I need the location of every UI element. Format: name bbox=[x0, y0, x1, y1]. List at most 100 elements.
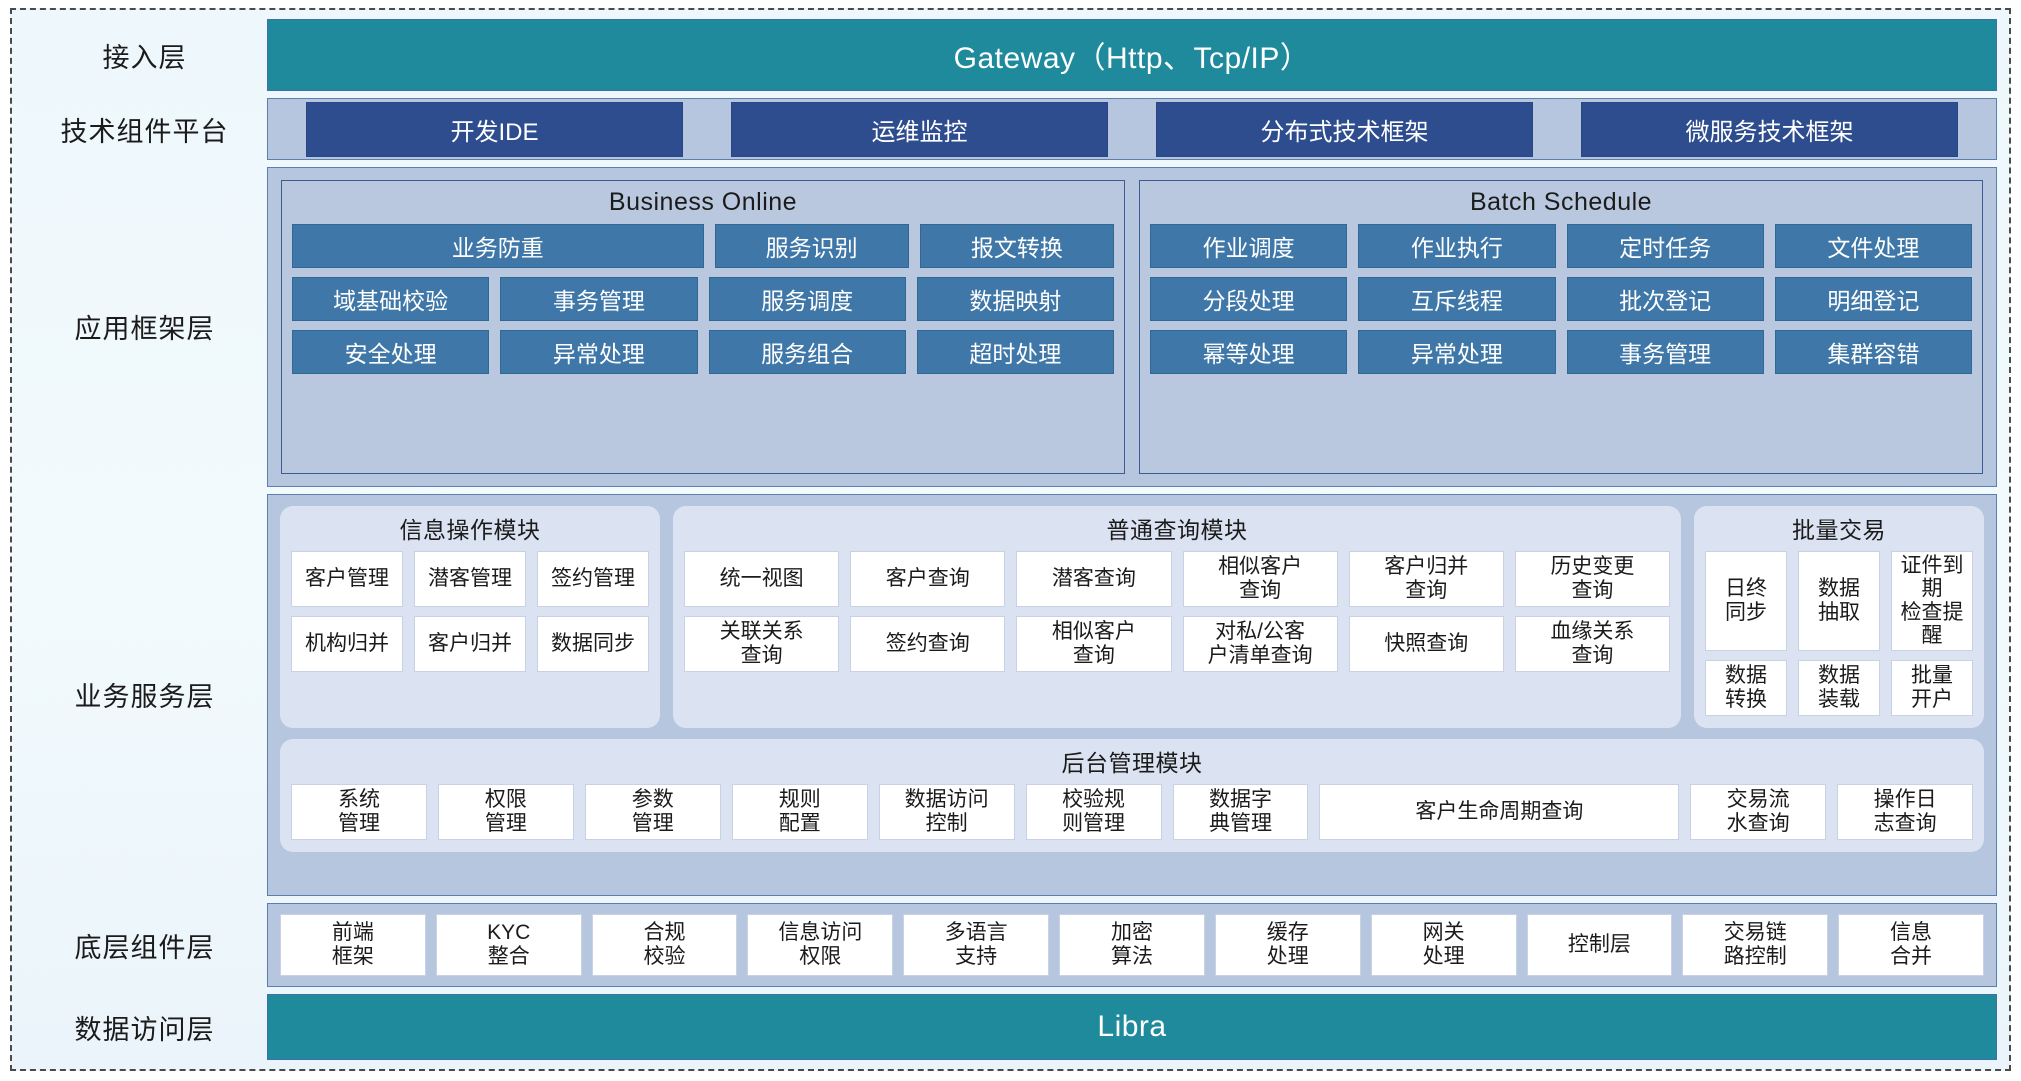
cell[interactable]: 潜客查询 bbox=[1016, 550, 1172, 607]
tech-chip-2[interactable]: 分布式技术框架 bbox=[1155, 101, 1534, 157]
batch-schedule-grid: 作业调度 作业执行 定时任务 文件处理 分段处理 互斥线程 批次登记 明细登记 bbox=[1150, 224, 1972, 374]
layer-tech: 技术组件平台 开发IDE 运维监控 分布式技术框架 微服务技术框架 bbox=[22, 98, 1997, 160]
module-backend-admin: 后台管理模块 系统管理 权限管理 参数管理 规则配置 数据访问控制 校验规则管理… bbox=[280, 738, 1984, 852]
cell[interactable]: 血缘关系查询 bbox=[1514, 615, 1671, 672]
cell[interactable]: 信息访问权限 bbox=[747, 914, 894, 976]
cell[interactable]: 加密算法 bbox=[1059, 914, 1205, 976]
cell[interactable]: 日终同步 bbox=[1705, 550, 1787, 651]
cell[interactable]: 操作日志查询 bbox=[1837, 783, 1974, 840]
cell[interactable]: 安全处理 bbox=[292, 330, 490, 374]
libra-band: Libra bbox=[267, 994, 1997, 1060]
cell[interactable]: 域基础校验 bbox=[292, 277, 490, 321]
module-row: 机构归并 客户归并 数据同步 bbox=[291, 615, 649, 672]
cell[interactable]: 签约查询 bbox=[850, 615, 1006, 672]
cell[interactable]: 潜客管理 bbox=[414, 550, 526, 607]
cell[interactable]: 文件处理 bbox=[1774, 224, 1972, 268]
cell[interactable]: 批量开户 bbox=[1891, 659, 1973, 716]
layer-appframe: 应用框架层 Business Online 业务防重 服务识别 报文转换 域基础… bbox=[22, 167, 1997, 487]
cell[interactable]: 规则配置 bbox=[731, 783, 868, 840]
cell[interactable]: 客户归并 bbox=[414, 615, 526, 672]
cell[interactable]: 客户归并查询 bbox=[1348, 550, 1504, 607]
module-info-operation: 信息操作模块 客户管理 潜客管理 签约管理 机构归并 客户归并 数据同步 bbox=[280, 505, 660, 728]
cell[interactable]: 批次登记 bbox=[1566, 277, 1764, 321]
cell[interactable]: 对私/公客户清单查询 bbox=[1182, 615, 1338, 672]
layer-access: 接入层 Gateway（Http、Tcp/IP） bbox=[22, 19, 1997, 91]
cell[interactable]: 交易链路控制 bbox=[1682, 914, 1829, 976]
grid-row: 分段处理 互斥线程 批次登记 明细登记 bbox=[1150, 277, 1972, 321]
cell[interactable]: 快照查询 bbox=[1348, 615, 1504, 672]
module-title: 批量交易 bbox=[1792, 516, 1886, 543]
layer-bizservice: 业务服务层 信息操作模块 客户管理 潜客管理 签约管理 机构归并 bbox=[22, 493, 1997, 896]
module-row: 客户管理 潜客管理 签约管理 bbox=[291, 550, 649, 607]
cell[interactable]: 明细登记 bbox=[1774, 277, 1972, 321]
cell[interactable]: 前端框架 bbox=[280, 914, 426, 976]
cell[interactable]: 数据访问控制 bbox=[878, 783, 1015, 840]
cell[interactable]: 业务防重 bbox=[292, 224, 704, 268]
cell[interactable]: 证件到期检查提醒 bbox=[1891, 550, 1973, 651]
bizservice-panel: 信息操作模块 客户管理 潜客管理 签约管理 机构归并 客户归并 数据同步 bbox=[267, 493, 1997, 896]
group-batch-schedule: Batch Schedule 作业调度 作业执行 定时任务 文件处理 分段处理 … bbox=[1139, 180, 1983, 474]
cell[interactable]: 权限管理 bbox=[437, 783, 574, 840]
module-title: 普通查询模块 bbox=[1106, 516, 1248, 543]
module-row: 统一视图 客户查询 潜客查询 相似客户查询 客户归并查询 历史变更查询 bbox=[684, 550, 1671, 607]
cell[interactable]: 报文转换 bbox=[919, 224, 1114, 268]
cell[interactable]: 统一视图 bbox=[684, 550, 840, 607]
cell[interactable]: 数据抽取 bbox=[1798, 550, 1880, 651]
cell[interactable]: 服务组合 bbox=[708, 330, 906, 374]
cell[interactable]: 客户管理 bbox=[291, 550, 403, 607]
grid-row: 安全处理 异常处理 服务组合 超时处理 bbox=[292, 330, 1114, 374]
cell[interactable]: 校验规则管理 bbox=[1025, 783, 1162, 840]
cell[interactable]: 客户生命周期查询 bbox=[1319, 783, 1680, 840]
cell[interactable]: 超时处理 bbox=[916, 330, 1114, 374]
tech-chip-0[interactable]: 开发IDE bbox=[305, 101, 684, 157]
layer-label-data-access: 数据访问层 bbox=[74, 1014, 215, 1045]
cell[interactable]: 数据映射 bbox=[916, 277, 1114, 321]
cell[interactable]: 机构归并 bbox=[291, 615, 403, 672]
cell[interactable]: 幂等处理 bbox=[1150, 330, 1348, 374]
cell[interactable]: 定时任务 bbox=[1566, 224, 1764, 268]
group-title-batch-schedule: Batch Schedule bbox=[1469, 188, 1653, 216]
cell[interactable]: 分段处理 bbox=[1150, 277, 1348, 321]
cell[interactable]: 系统管理 bbox=[291, 783, 427, 840]
cell[interactable]: 异常处理 bbox=[1358, 330, 1556, 374]
tech-strip: 开发IDE 运维监控 分布式技术框架 微服务技术框架 bbox=[267, 98, 1997, 160]
cell[interactable]: 服务识别 bbox=[714, 224, 909, 268]
cell[interactable]: 网关处理 bbox=[1370, 914, 1517, 976]
layer-data-access: 数据访问层 Libra bbox=[22, 994, 1997, 1060]
cell[interactable]: 签约管理 bbox=[537, 550, 649, 607]
cell[interactable]: 数据字典管理 bbox=[1172, 783, 1309, 840]
tech-chip-3[interactable]: 微服务技术框架 bbox=[1580, 101, 1959, 157]
cell[interactable]: 集群容错 bbox=[1774, 330, 1972, 374]
module-row: 关联关系查询 签约查询 相似客户查询 对私/公客户清单查询 快照查询 血缘关系查… bbox=[684, 615, 1671, 672]
cell[interactable]: 参数管理 bbox=[584, 783, 721, 840]
cell[interactable]: 数据同步 bbox=[537, 615, 649, 672]
cell[interactable]: 信息合并 bbox=[1838, 914, 1984, 976]
cell[interactable]: 相似客户查询 bbox=[1016, 615, 1172, 672]
cell[interactable]: 历史变更查询 bbox=[1514, 550, 1671, 607]
cell[interactable]: 事务管理 bbox=[500, 277, 698, 321]
cell[interactable]: 合规校验 bbox=[591, 914, 738, 976]
tech-chip-1[interactable]: 运维监控 bbox=[730, 101, 1109, 157]
module-row: 日终同步 数据抽取 证件到期检查提醒 bbox=[1705, 550, 1973, 651]
cell[interactable]: 作业调度 bbox=[1150, 224, 1348, 268]
cell[interactable]: 事务管理 bbox=[1566, 330, 1764, 374]
cell[interactable]: 异常处理 bbox=[500, 330, 698, 374]
layer-label-appframe: 应用框架层 bbox=[74, 314, 215, 345]
grid-row: 业务防重 服务识别 报文转换 bbox=[292, 224, 1114, 268]
grid-row: 幂等处理 异常处理 事务管理 集群容错 bbox=[1150, 330, 1972, 374]
cell[interactable]: 多语言支持 bbox=[903, 914, 1050, 976]
cell[interactable]: 相似客户查询 bbox=[1182, 550, 1338, 607]
cell[interactable]: 作业执行 bbox=[1358, 224, 1556, 268]
cell[interactable]: 数据装载 bbox=[1798, 659, 1880, 716]
cell[interactable]: 关联关系查询 bbox=[684, 615, 840, 672]
cell[interactable]: 服务调度 bbox=[708, 277, 906, 321]
cell[interactable]: 数据转换 bbox=[1705, 659, 1787, 716]
cell[interactable]: 客户查询 bbox=[850, 550, 1006, 607]
cell[interactable]: 缓存处理 bbox=[1214, 914, 1361, 976]
cell[interactable]: 互斥线程 bbox=[1358, 277, 1556, 321]
cell[interactable]: 控制层 bbox=[1526, 914, 1673, 976]
appframe-panel: Business Online 业务防重 服务识别 报文转换 域基础校验 事务管… bbox=[267, 167, 1997, 487]
cell[interactable]: 交易流水查询 bbox=[1690, 783, 1827, 840]
